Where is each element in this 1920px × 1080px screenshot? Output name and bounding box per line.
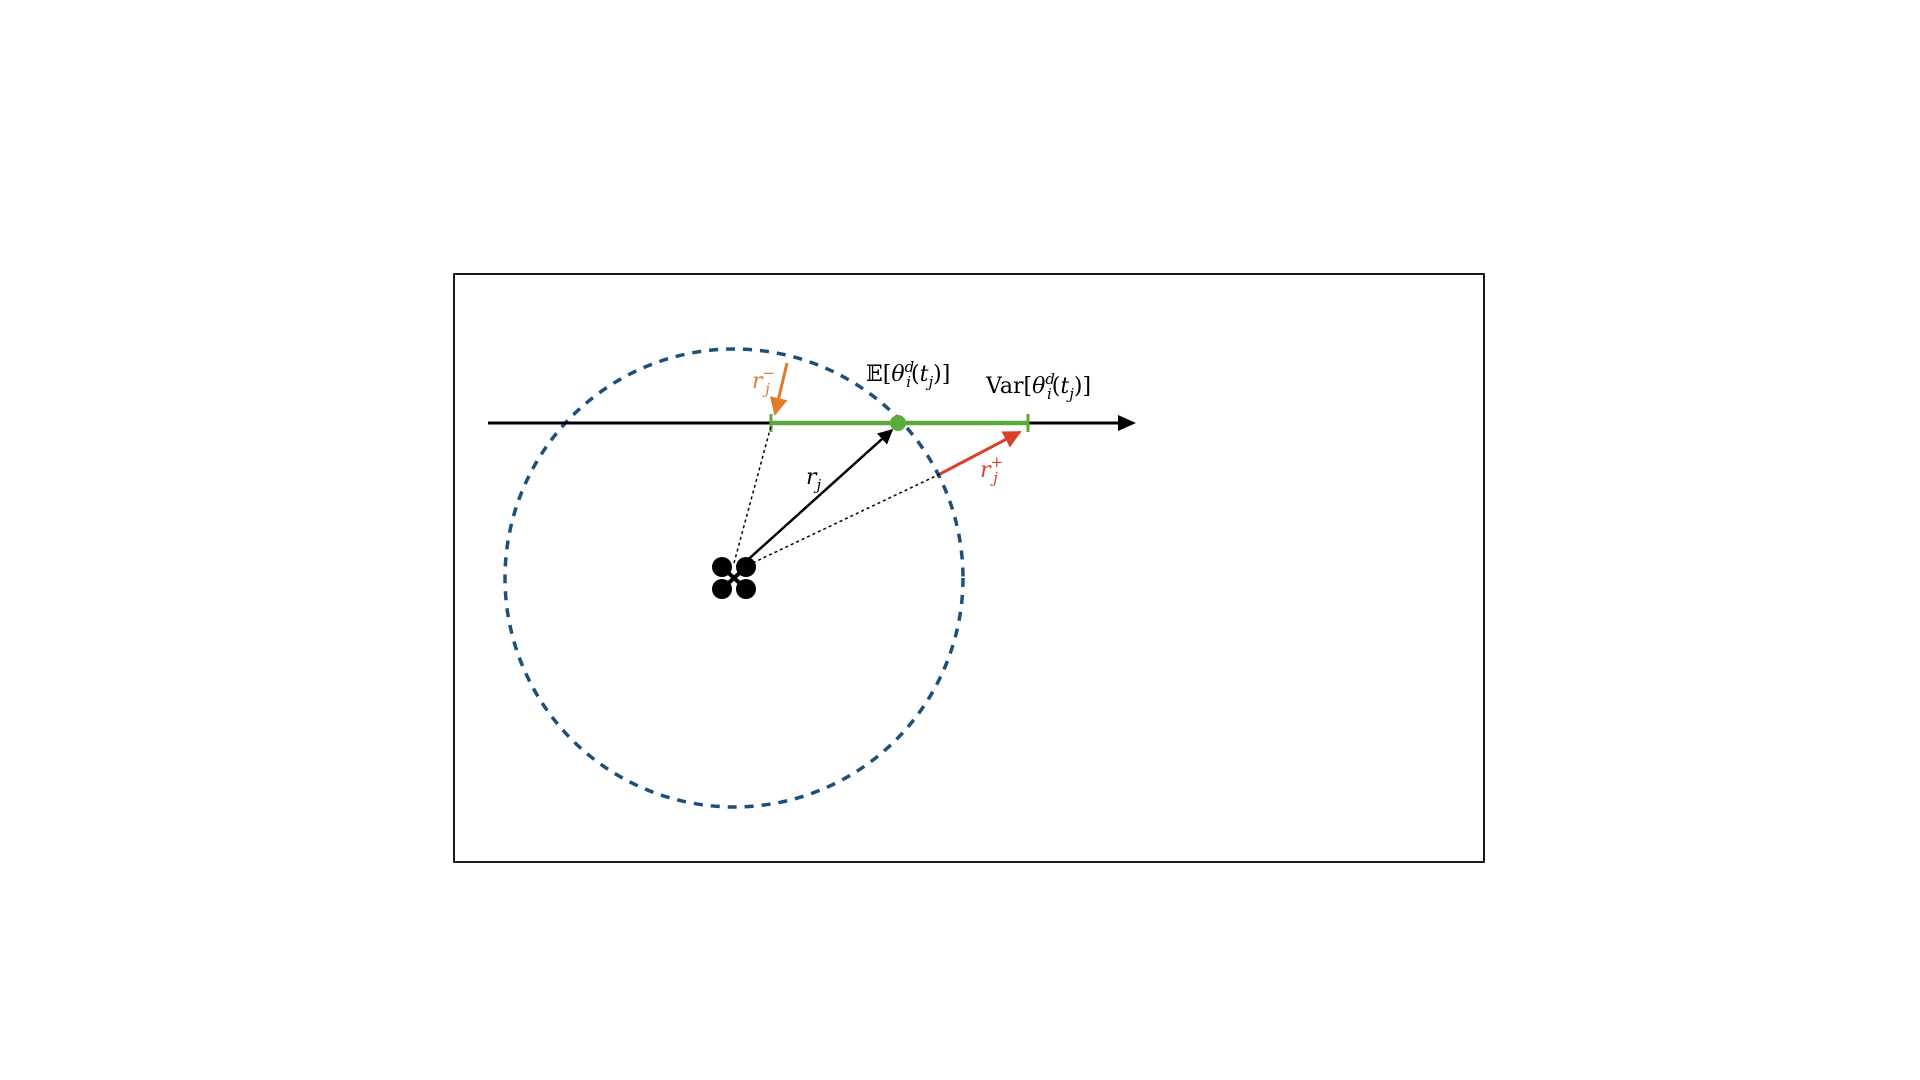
r-plus-arrow: [939, 430, 1022, 476]
r-j-arrow: [741, 428, 894, 566]
r-plus-label: r+j: [980, 453, 1003, 487]
r-minus-arrow: [769, 362, 789, 416]
mean-point: [890, 415, 906, 431]
r-minus-label: r−j: [752, 364, 775, 398]
axis-arrowhead: [1118, 415, 1136, 431]
r-j-label: rj: [806, 465, 822, 494]
dotted-line-to-right-bound: [741, 473, 941, 569]
range-circle: [503, 347, 965, 809]
quadcopter-icon: [712, 557, 756, 599]
figure-frame: [453, 273, 1485, 863]
